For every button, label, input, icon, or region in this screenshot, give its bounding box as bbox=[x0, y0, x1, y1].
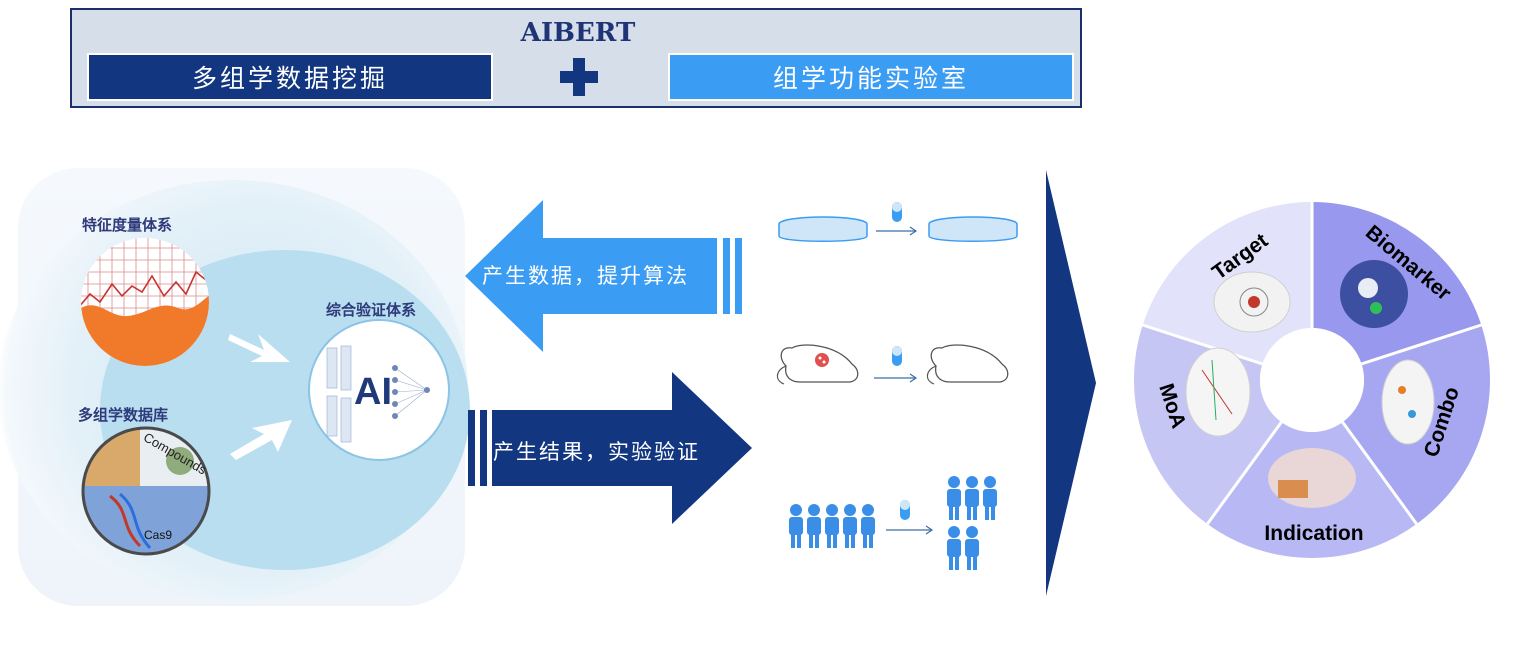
top-banner: AIBERT 多组学数据挖掘 组学功能实验室 bbox=[70, 8, 1082, 108]
clinical-assay-icon bbox=[789, 476, 997, 570]
application-wheel: Target Biomarker Combo Indication MoA bbox=[1133, 202, 1491, 558]
omics-data-mining-box: 多组学数据挖掘 bbox=[87, 53, 493, 101]
plus-icon bbox=[560, 58, 598, 96]
animal-assay-icon bbox=[776, 344, 1009, 385]
cas9-label: Cas9 bbox=[144, 528, 173, 542]
database-label: 多组学数据库 bbox=[78, 406, 169, 424]
banner-title: AIBERT bbox=[520, 18, 636, 48]
right-arrow bbox=[468, 372, 752, 524]
ai-text: AI bbox=[354, 371, 392, 413]
cell-assay-icon bbox=[778, 202, 1018, 242]
database-icon bbox=[81, 426, 211, 556]
moa-image bbox=[1185, 347, 1251, 437]
combo-image bbox=[1381, 359, 1435, 445]
white-arrow-upper-icon bbox=[228, 334, 290, 362]
right-arrow-text: 产生结果，实验验证 bbox=[493, 440, 700, 464]
left-arrow bbox=[465, 200, 742, 352]
indication-image bbox=[1268, 448, 1356, 508]
left-arrow-text: 产生数据，提升算法 bbox=[482, 264, 689, 288]
feature-system-label: 特征度量体系 bbox=[82, 216, 173, 234]
omics-lab-box: 组学功能实验室 bbox=[668, 53, 1074, 101]
white-arrow-lower-icon bbox=[230, 420, 292, 460]
big-chevron-arrow bbox=[1046, 170, 1096, 596]
validation-system-label: 综合验证体系 bbox=[326, 301, 417, 319]
feature-chart-icon bbox=[81, 238, 209, 366]
wheel-label-indication: Indication bbox=[1264, 522, 1363, 545]
ai-network-icon: AI bbox=[308, 319, 450, 461]
